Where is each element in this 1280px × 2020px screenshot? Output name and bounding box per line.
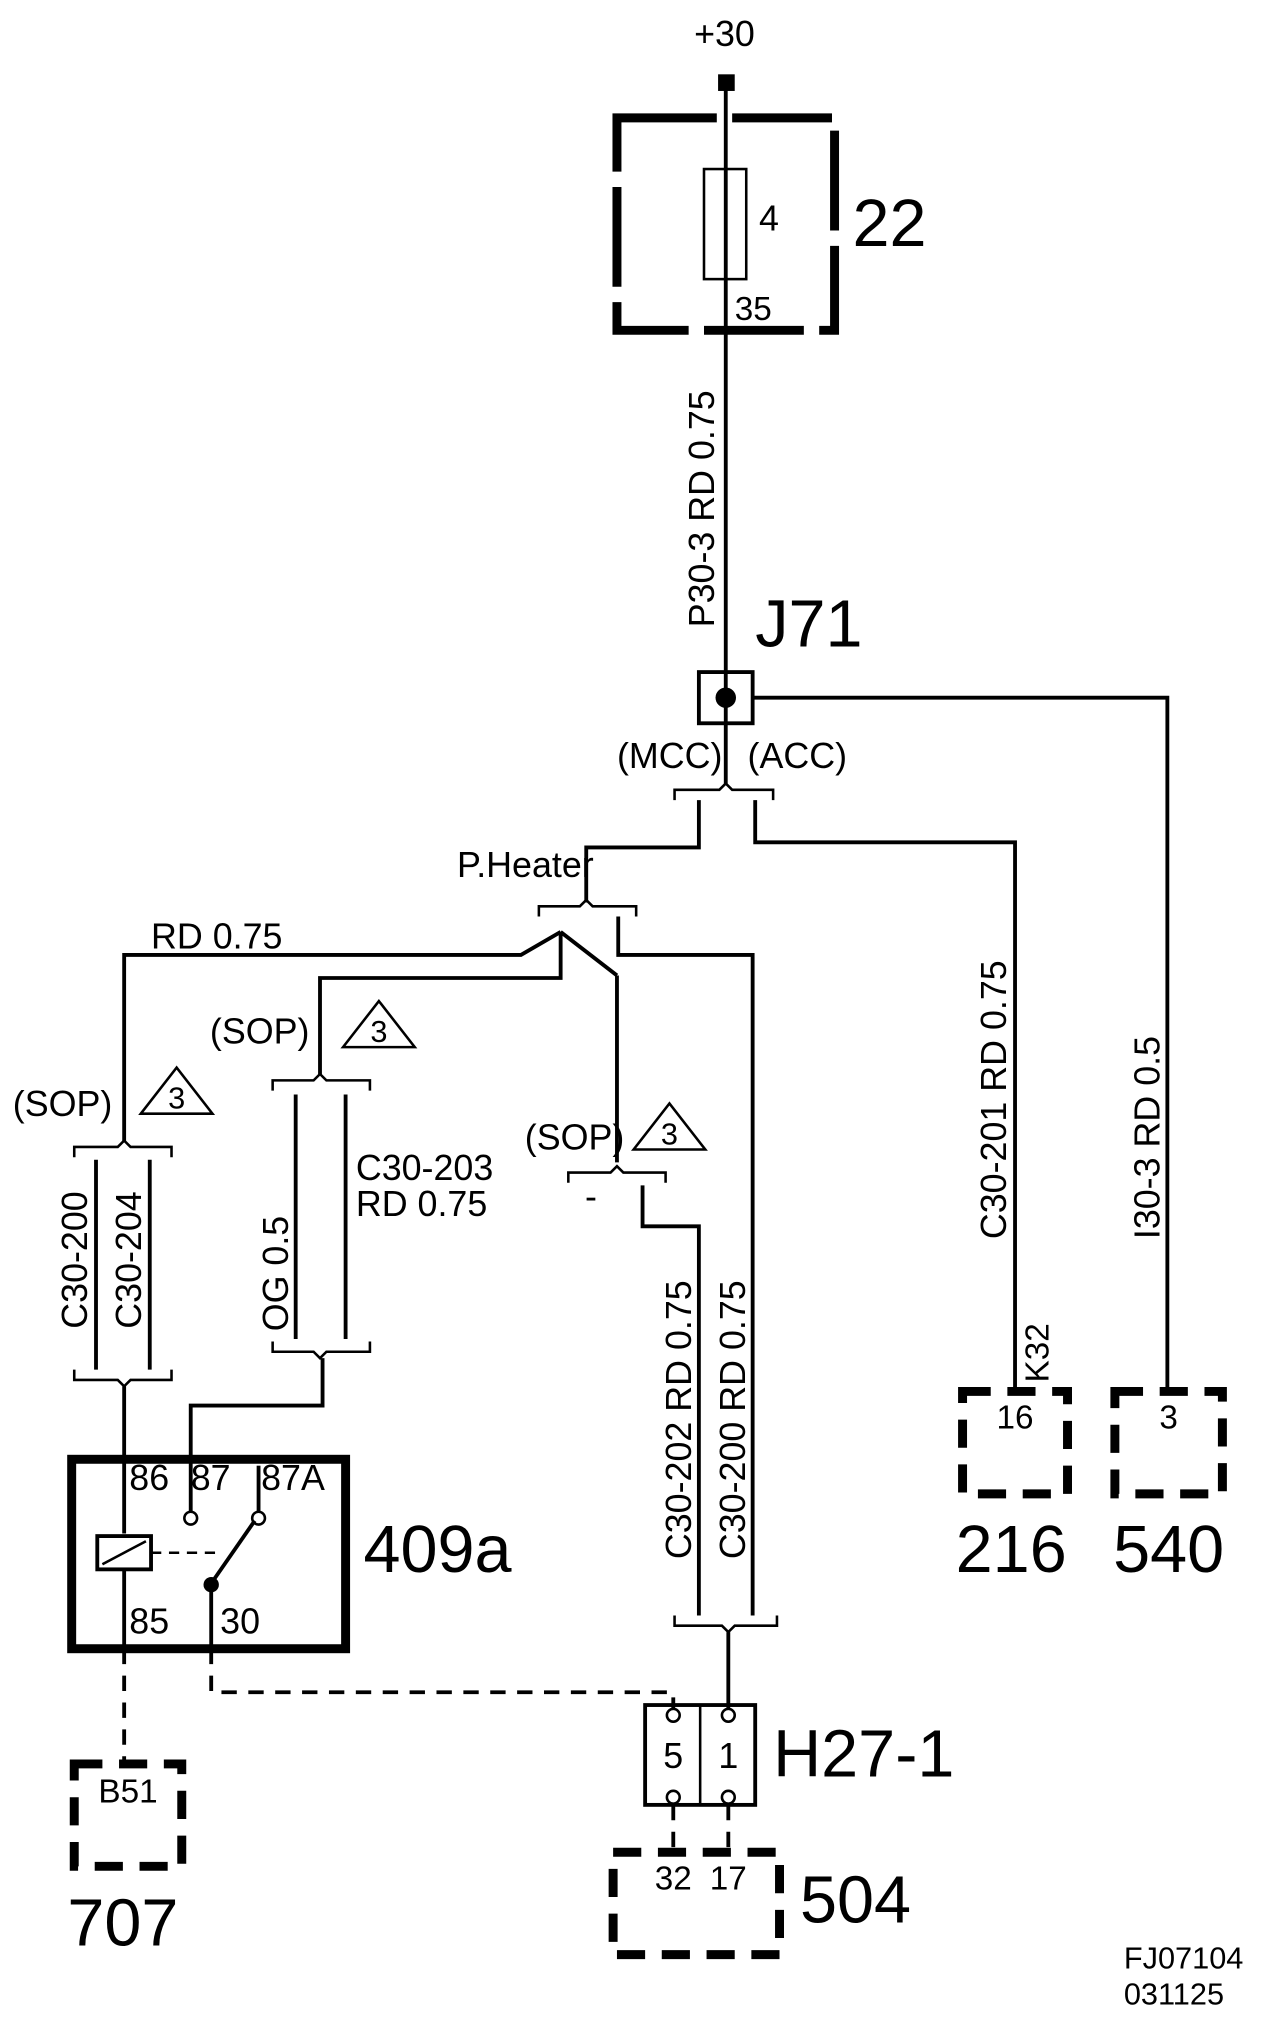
svg-text:3: 3 bbox=[661, 1116, 678, 1151]
wire-c30-203-label-a: C30-203 bbox=[356, 1148, 493, 1188]
fuse-pin: 35 bbox=[735, 291, 772, 328]
wire-p30-3-label: P30-3 RD 0.75 bbox=[682, 390, 722, 627]
wire-30-to-h27-pin5 bbox=[209, 1648, 676, 1713]
wire-to-sop-middle bbox=[318, 931, 563, 1076]
sop-brace-right bbox=[567, 1164, 667, 1183]
wire-to-216 bbox=[753, 800, 1017, 1393]
reference-code: FJ07104 bbox=[1124, 1941, 1244, 1976]
wire-c30-200-left-label: C30-200 bbox=[55, 1191, 95, 1328]
connector-k32-label: K32 bbox=[1019, 1323, 1056, 1382]
svg-text:3: 3 bbox=[168, 1081, 185, 1116]
fuse-box-22: 4 35 22 bbox=[612, 113, 927, 335]
supply-label: +30 bbox=[694, 14, 755, 54]
connector-216: 16 216 bbox=[956, 1386, 1072, 1587]
connector-216-id: 216 bbox=[956, 1513, 1067, 1587]
sop-brace-middle-bottom bbox=[271, 1341, 372, 1360]
svg-text:3: 3 bbox=[370, 1014, 387, 1049]
wire-c30-202 bbox=[640, 1185, 701, 1616]
connector-216-pin: 16 bbox=[997, 1400, 1034, 1437]
relay-pin-86: 86 bbox=[129, 1458, 169, 1498]
connector-707: B51 707 bbox=[67, 1759, 187, 1961]
connector-540: 3 540 bbox=[1110, 1386, 1227, 1587]
relay-409a: 86 87 87A 85 30 409a bbox=[67, 1454, 513, 1654]
connector-504-pin32: 32 bbox=[655, 1860, 692, 1897]
wire-to-540 bbox=[752, 695, 1170, 1393]
wire-c30-203-label-b: RD 0.75 bbox=[356, 1184, 487, 1224]
relay-pin-87: 87 bbox=[191, 1458, 231, 1498]
h27-pin-5: 5 bbox=[663, 1736, 683, 1776]
connector-h27-1: 5 1 H27-1 bbox=[643, 1703, 954, 1807]
variant-mcc: (MCC) bbox=[617, 736, 722, 776]
note-triangle-left: 3 bbox=[138, 1065, 216, 1116]
connector-504-id: 504 bbox=[800, 1864, 911, 1938]
wire-c30-201-label: C30-201 RD 0.75 bbox=[974, 960, 1014, 1239]
relay-switch-arm bbox=[209, 1519, 257, 1585]
note-triangle-middle: 3 bbox=[340, 998, 418, 1049]
connector-504: 32 17 504 bbox=[608, 1847, 911, 1960]
sop-brace-left-bottom bbox=[72, 1369, 173, 1389]
wire-c30-204-label: C30-204 bbox=[109, 1191, 149, 1328]
wire-og05-label: OG 0.5 bbox=[256, 1216, 296, 1332]
sop-brace-middle-top bbox=[271, 1072, 372, 1091]
brace-to-h27 bbox=[673, 1615, 779, 1634]
sop-brace-left-top bbox=[72, 1138, 173, 1158]
p-heater-label: P.Heater bbox=[457, 845, 594, 885]
reference-date: 031125 bbox=[1124, 1977, 1224, 2012]
wire-c30-202-label: C30-202 RD 0.75 bbox=[659, 1280, 699, 1559]
relay-id: 409a bbox=[364, 1513, 513, 1587]
wire-c30-200-right bbox=[616, 916, 755, 1616]
h27-pin-1: 1 bbox=[718, 1736, 738, 1776]
p-heater-brace bbox=[537, 898, 638, 917]
sop-label-middle: (SOP) bbox=[210, 1011, 310, 1051]
wire-rd075-left bbox=[122, 930, 562, 1142]
connector-540-pin: 3 bbox=[1159, 1400, 1178, 1437]
h27-id: H27-1 bbox=[773, 1718, 954, 1792]
fuse-box-id: 22 bbox=[852, 187, 926, 261]
variant-brace bbox=[673, 781, 775, 801]
connector-540-id: 540 bbox=[1113, 1513, 1224, 1587]
supply-terminal bbox=[718, 74, 735, 91]
relay-pin-30: 30 bbox=[220, 1601, 260, 1641]
wire-minus-label: - bbox=[585, 1176, 597, 1216]
wire-cross-a bbox=[559, 930, 619, 977]
relay-pin-87a: 87A bbox=[261, 1458, 325, 1498]
relay-pin-85: 85 bbox=[129, 1601, 169, 1641]
wire-rd075-label: RD 0.75 bbox=[151, 917, 282, 957]
wire-c30-200-right-label: C30-200 RD 0.75 bbox=[713, 1280, 753, 1559]
wire-to-p-heater bbox=[584, 800, 701, 903]
fuse-number: 4 bbox=[759, 198, 779, 238]
connector-707-id: 707 bbox=[67, 1887, 178, 1961]
wire-i30-3-label: I30-3 RD 0.5 bbox=[1128, 1036, 1168, 1239]
junction-id: J71 bbox=[755, 587, 862, 661]
sop-label-left: (SOP) bbox=[13, 1084, 113, 1124]
variant-acc: (ACC) bbox=[748, 736, 848, 776]
sop-label-right: (SOP) bbox=[525, 1118, 625, 1158]
note-triangle-right: 3 bbox=[630, 1101, 708, 1151]
connector-707-pin: B51 bbox=[98, 1773, 157, 1810]
connector-504-pin17: 17 bbox=[710, 1860, 747, 1897]
